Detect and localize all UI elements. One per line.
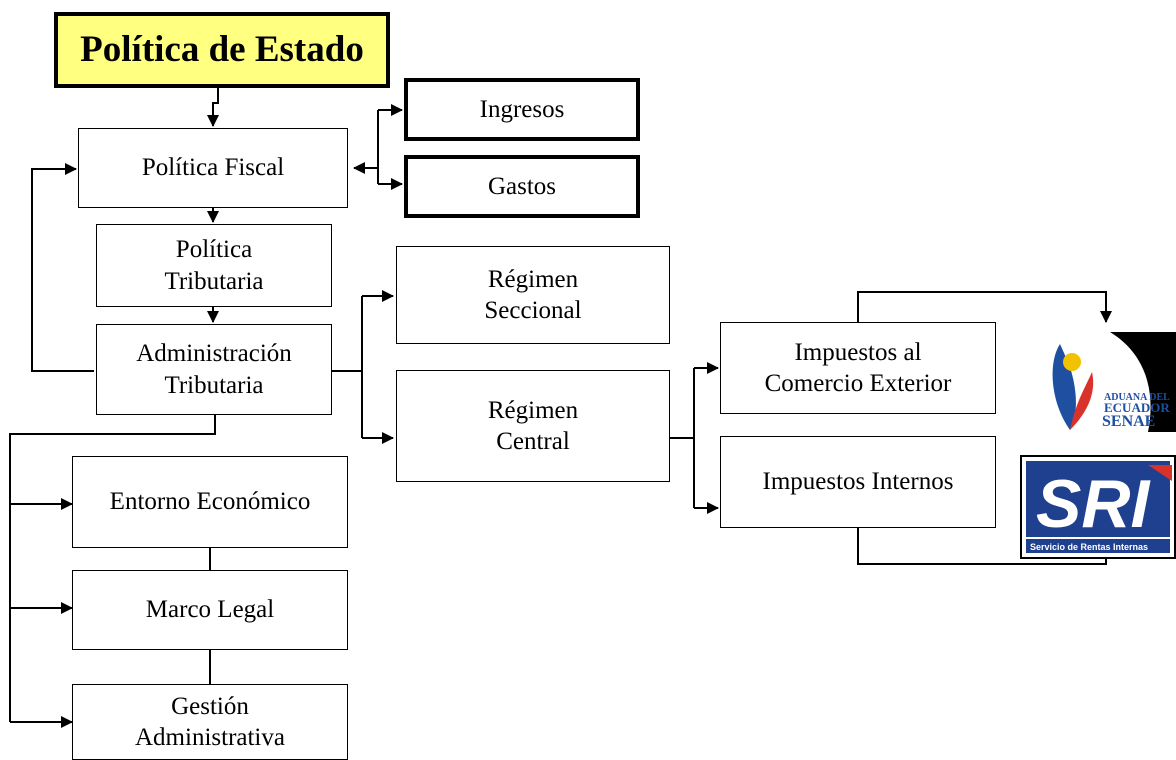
- impuestos-comercio-exterior-box: Impuestos al Comercio Exterior: [720, 322, 996, 414]
- regimen-central-box: Régimen Central: [396, 370, 670, 482]
- impuestos-internos-box: Impuestos Internos: [720, 436, 996, 528]
- gastos-box: Gastos: [404, 155, 640, 218]
- marco-legal-box: Marco Legal: [72, 570, 348, 650]
- sri-mark: SRI: [1036, 466, 1151, 542]
- sri-logo: SRI Servicio de Rentas Internas: [1020, 455, 1176, 559]
- politica-de-estado-box: Política de Estado: [54, 12, 390, 88]
- administracion-tributaria-box: Administración Tributaria: [96, 324, 332, 415]
- senae-line3: SENAE: [1102, 413, 1155, 430]
- gestion-administrativa-box: Gestión Administrativa: [72, 684, 348, 760]
- regimen-seccional-box: Régimen Seccional: [396, 246, 670, 344]
- senae-line2: ECUADOR: [1104, 400, 1170, 415]
- sri-caption: Servicio de Rentas Internas: [1030, 542, 1148, 552]
- ingresos-box: Ingresos: [404, 78, 640, 141]
- entorno-economico-box: Entorno Económico: [72, 456, 348, 548]
- senae-logo: ADUANA DEL ECUADOR SENAE: [1052, 332, 1176, 432]
- politica-fiscal-box: Política Fiscal: [78, 128, 348, 208]
- politica-tributaria-box: Política Tributaria: [96, 224, 332, 307]
- senae-line1: ADUANA DEL: [1104, 392, 1170, 403]
